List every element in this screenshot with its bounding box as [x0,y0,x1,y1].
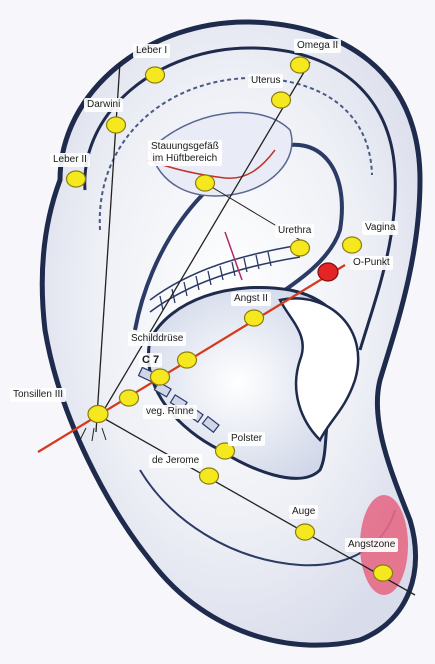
label-tonsillen-3: Tonsillen III [10,388,66,402]
point-de-jerome[interactable] [200,468,219,484]
point-omega-2[interactable] [291,57,310,73]
point-auge[interactable] [296,524,315,540]
label-o-punkt: O-Punkt [350,256,393,270]
label-stauungsgefaess-line-1: Stauungsgefäß [151,141,219,153]
label-polster: Polster [228,432,265,446]
label-darwini: Darwini [84,98,123,112]
point-stauungsgefaess[interactable] [196,175,215,191]
label-uterus: Uterus [248,74,283,88]
point-urethra[interactable] [291,240,310,256]
point-schilddruese[interactable] [178,352,197,368]
label-angstzone: Angstzone [345,538,398,552]
point-leber-1[interactable] [146,67,165,83]
point-tonsillen-3[interactable] [88,406,108,423]
point-leber-2[interactable] [67,171,86,187]
point-darwini[interactable] [107,117,126,133]
label-leber-1: Leber I [133,44,170,58]
label-vagina: Vagina [362,221,398,235]
label-schilddruese: Schilddrüse [128,332,186,346]
label-leber-2: Leber II [50,153,90,167]
label-urethra: Urethra [275,224,314,238]
point-angstzone[interactable] [374,565,393,581]
label-omega-2: Omega II [294,39,341,53]
point-angst-2[interactable] [245,310,264,326]
label-auge: Auge [289,505,318,519]
label-stauungsgefaess-line-2: im Hüftbereich [151,153,219,165]
label-c7: C 7 [139,353,162,367]
label-angst-2: Angst II [231,292,271,306]
point-vagina[interactable] [343,237,362,253]
label-veg-rinne: veg. Rinne [143,405,197,419]
point-veg-rinne[interactable] [120,390,139,406]
label-de-jerome: de Jerome [149,454,202,468]
label-stauungsgefaess: Stauungsgefäß im Hüftbereich [148,140,222,166]
point-o-punkt[interactable] [318,263,338,281]
point-uterus[interactable] [272,92,291,108]
point-c7[interactable] [151,369,170,385]
